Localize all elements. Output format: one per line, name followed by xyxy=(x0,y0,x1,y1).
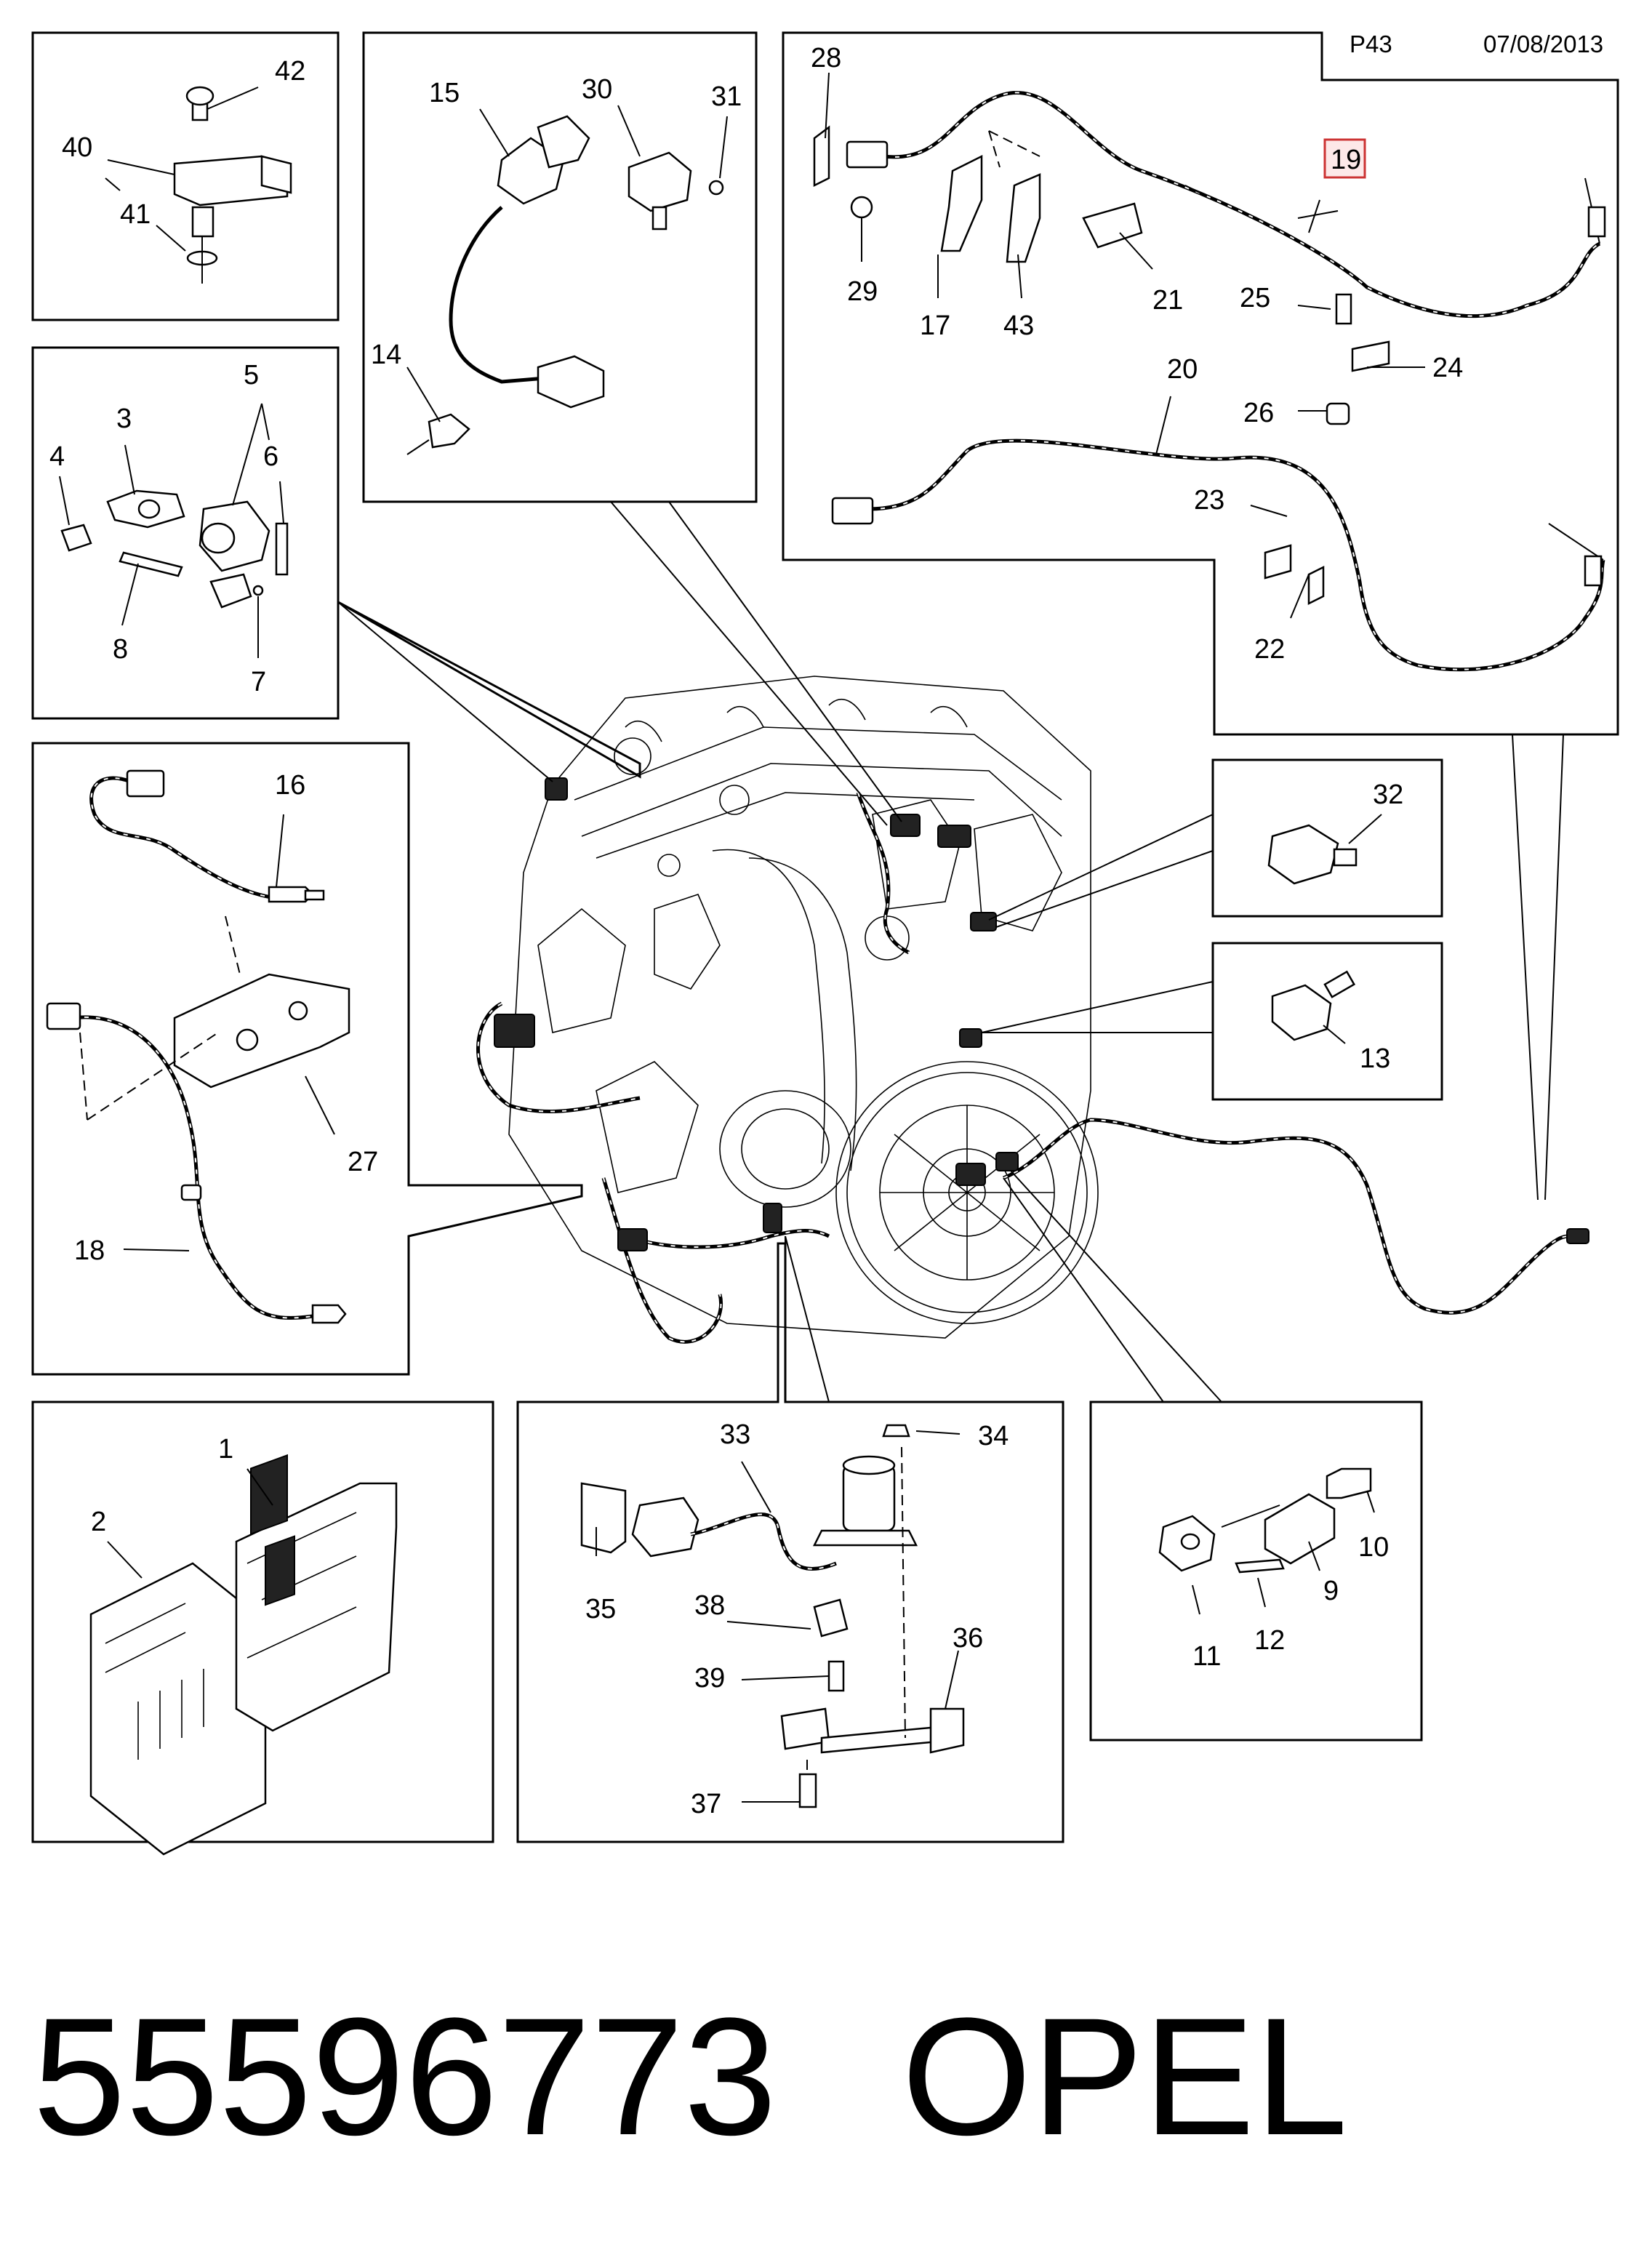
callout-25: 25 xyxy=(1240,283,1270,313)
callout-28: 28 xyxy=(811,43,841,73)
callout-2: 2 xyxy=(91,1507,106,1537)
callout-38: 38 xyxy=(694,1590,725,1621)
panel-sensor-40-42 xyxy=(31,31,340,321)
callout-17: 17 xyxy=(920,310,950,341)
callout-27: 27 xyxy=(348,1147,378,1177)
callout-24: 24 xyxy=(1432,353,1463,383)
callout-8: 8 xyxy=(113,634,128,665)
brand-name: OPEL xyxy=(902,1983,1348,2170)
callout-22: 22 xyxy=(1254,634,1285,665)
callout-9: 9 xyxy=(1323,1576,1339,1606)
callout-35: 35 xyxy=(585,1594,616,1624)
panel-sensor-9-12 xyxy=(1089,1401,1423,1742)
engine-wiring-harness xyxy=(476,777,1589,1344)
callout-32: 32 xyxy=(1373,780,1403,810)
callout-21: 21 xyxy=(1152,285,1183,316)
callout-20: 20 xyxy=(1167,354,1198,385)
callout-13: 13 xyxy=(1360,1043,1390,1074)
callout-10: 10 xyxy=(1358,1532,1389,1563)
diagram-date: 07/08/2013 xyxy=(1483,31,1603,57)
callout-34: 34 xyxy=(978,1421,1009,1451)
callout-19-highlight[interactable] xyxy=(1323,138,1366,179)
leader-lines xyxy=(337,501,1564,1403)
callout-23: 23 xyxy=(1194,485,1224,516)
callout-15: 15 xyxy=(429,78,460,108)
callout-14: 14 xyxy=(371,340,401,370)
panel-harness-17-29-43 xyxy=(782,31,1619,736)
callout-39: 39 xyxy=(694,1663,725,1694)
callout-29: 29 xyxy=(847,276,878,307)
callout-36: 36 xyxy=(953,1623,983,1654)
callout-37: 37 xyxy=(691,1789,721,1819)
panel-sensor-3-8 xyxy=(31,346,641,779)
panel-switch-32 xyxy=(1211,758,1443,918)
callout-4: 4 xyxy=(49,441,65,472)
callout-12: 12 xyxy=(1254,1625,1285,1656)
callout-30: 30 xyxy=(582,74,612,105)
callout-18: 18 xyxy=(74,1235,105,1266)
callout-11: 11 xyxy=(1192,1641,1221,1672)
part-number: 55596773 xyxy=(33,1983,777,2170)
engine-assembly-illustration xyxy=(508,676,1099,1339)
panel-sensor-16-18-27 xyxy=(31,742,583,1376)
callout-7: 7 xyxy=(251,667,266,697)
callout-19[interactable]: 19 xyxy=(1331,145,1361,175)
panel-actuator-33-39 xyxy=(516,1242,1064,1843)
callout-1: 1 xyxy=(218,1434,233,1464)
callout-42: 42 xyxy=(275,56,305,87)
callout-5: 5 xyxy=(244,360,259,390)
callout-41: 41 xyxy=(120,199,151,230)
callout-43: 43 xyxy=(1003,310,1034,341)
callout-40: 40 xyxy=(62,132,92,163)
callout-26: 26 xyxy=(1243,398,1274,428)
panel-sensor-14-15-30-31 xyxy=(362,31,758,503)
page-code: P43 xyxy=(1350,31,1392,57)
panel-sensor-13 xyxy=(1211,942,1443,1101)
callout-16: 16 xyxy=(275,770,305,801)
callout-3: 3 xyxy=(116,404,132,434)
callout-33: 33 xyxy=(720,1419,750,1450)
callout-6: 6 xyxy=(263,441,278,472)
panel-module-1-2 xyxy=(31,1401,494,1856)
callout-31: 31 xyxy=(711,81,742,112)
